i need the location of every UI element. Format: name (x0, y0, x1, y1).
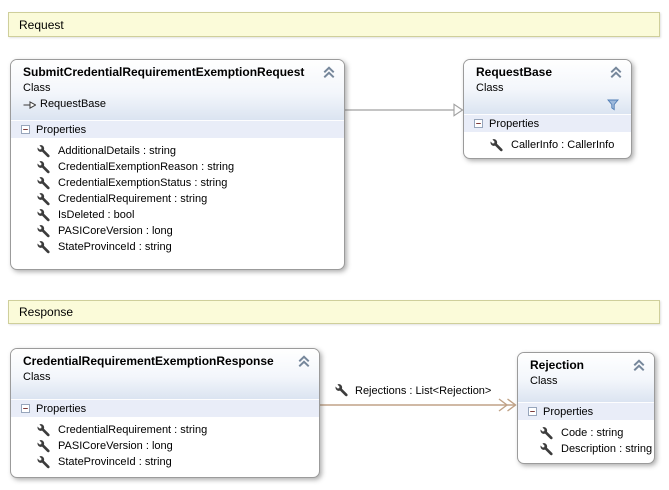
class-header: SubmitCredentialRequirementExemptionRequ… (11, 60, 344, 120)
property-row[interactable]: StateProvinceId : string (11, 239, 344, 255)
class-title: RequestBase (476, 65, 553, 79)
class-box-request-base[interactable]: RequestBase Class Properties CallerInfo … (463, 59, 632, 159)
property-label: AdditionalDetails : string (58, 145, 177, 157)
wrench-icon (37, 144, 50, 157)
property-label: IsDeleted : bool (58, 209, 135, 221)
class-header: CredentialRequirementExemptionResponse C… (11, 349, 319, 399)
class-box-rejection[interactable]: Rejection Class Properties Code : string… (517, 352, 655, 464)
property-label: PASICoreVersion : long (58, 440, 173, 452)
property-row[interactable]: Description : string (518, 441, 654, 457)
property-label: CredentialRequirement : string (58, 424, 208, 436)
filter-icon[interactable] (606, 98, 620, 112)
property-list: CredentialRequirement : string PASICoreV… (11, 417, 319, 470)
group-label: Request (19, 17, 64, 32)
association-connector[interactable] (320, 398, 517, 412)
wrench-icon (37, 224, 50, 237)
properties-section-header: Properties (464, 114, 631, 132)
class-stereotype: Class (530, 375, 558, 387)
property-label: CredentialExemptionReason : string (58, 161, 235, 173)
property-row[interactable]: AdditionalDetails : string (11, 143, 344, 159)
class-header: RequestBase Class (464, 60, 631, 114)
wrench-icon (37, 423, 50, 436)
section-label: Properties (543, 405, 594, 418)
wrench-icon (540, 426, 553, 439)
wrench-icon (37, 439, 50, 452)
property-row[interactable]: CredentialExemptionReason : string (11, 159, 344, 175)
inheritance-connector[interactable] (345, 103, 464, 117)
property-label: StateProvinceId : string (58, 456, 172, 468)
wrench-icon (37, 176, 50, 189)
wrench-icon (37, 208, 50, 221)
wrench-icon (335, 384, 348, 397)
property-row[interactable]: PASICoreVersion : long (11, 438, 319, 454)
collapse-minus-icon[interactable] (474, 119, 483, 128)
group-header-response[interactable]: Response (8, 300, 660, 324)
collapse-minus-icon[interactable] (21, 404, 30, 413)
base-class-label: RequestBase (40, 98, 107, 110)
property-row[interactable]: CredentialExemptionStatus : string (11, 175, 344, 191)
class-stereotype: Class (23, 371, 51, 383)
property-list: AdditionalDetails : string CredentialExe… (11, 138, 344, 255)
collapse-chevron-icon[interactable] (609, 65, 623, 79)
property-row[interactable]: IsDeleted : bool (11, 207, 344, 223)
collapse-chevron-icon[interactable] (632, 358, 646, 372)
property-row[interactable]: PASICoreVersion : long (11, 223, 344, 239)
property-list: Code : string Description : string (518, 420, 654, 457)
group-header-request[interactable]: Request (8, 12, 660, 37)
association-label[interactable]: Rejections : List<Rejection> (335, 384, 491, 397)
class-header: Rejection Class (518, 353, 654, 402)
property-label: CallerInfo : CallerInfo (511, 139, 615, 151)
collapse-minus-icon[interactable] (528, 407, 537, 416)
inheritance-arrow-icon (23, 100, 36, 109)
property-row[interactable]: CredentialRequirement : string (11, 191, 344, 207)
wrench-icon (37, 192, 50, 205)
property-row[interactable]: StateProvinceId : string (11, 454, 319, 470)
property-row[interactable]: Code : string (518, 425, 654, 441)
class-stereotype: Class (23, 82, 51, 94)
property-row[interactable]: CredentialRequirement : string (11, 422, 319, 438)
wrench-icon (37, 455, 50, 468)
property-label: CredentialRequirement : string (58, 193, 208, 205)
class-box-credential-requirement-exemption-response[interactable]: CredentialRequirementExemptionResponse C… (10, 348, 320, 478)
property-label: CredentialExemptionStatus : string (58, 177, 228, 189)
property-label: Description : string (561, 443, 653, 455)
wrench-icon (37, 240, 50, 253)
section-label: Properties (489, 117, 540, 130)
class-stereotype: Class (476, 82, 504, 94)
properties-section-header: Properties (11, 120, 344, 138)
property-label: PASICoreVersion : long (58, 225, 173, 237)
properties-section-header: Properties (11, 399, 319, 417)
wrench-icon (540, 442, 553, 455)
collapse-chevron-icon[interactable] (322, 65, 336, 79)
wrench-icon (490, 138, 503, 151)
association-label-text: Rejections : List<Rejection> (355, 384, 492, 397)
property-list: CallerInfo : CallerInfo (464, 132, 631, 153)
collapse-minus-icon[interactable] (21, 125, 30, 134)
class-title: CredentialRequirementExemptionResponse (23, 354, 274, 368)
collapse-chevron-icon[interactable] (297, 354, 311, 368)
class-title: Rejection (530, 358, 585, 372)
property-label: Code : string (561, 427, 624, 439)
class-box-submit-credential-requirement-exemption-request[interactable]: SubmitCredentialRequirementExemptionRequ… (10, 59, 345, 270)
wrench-icon (37, 160, 50, 173)
class-title: SubmitCredentialRequirementExemptionRequ… (23, 65, 305, 79)
section-label: Properties (36, 402, 87, 415)
property-row[interactable]: CallerInfo : CallerInfo (464, 137, 631, 153)
property-label: StateProvinceId : string (58, 241, 172, 253)
group-label: Response (19, 305, 74, 319)
section-label: Properties (36, 123, 87, 136)
properties-section-header: Properties (518, 402, 654, 420)
